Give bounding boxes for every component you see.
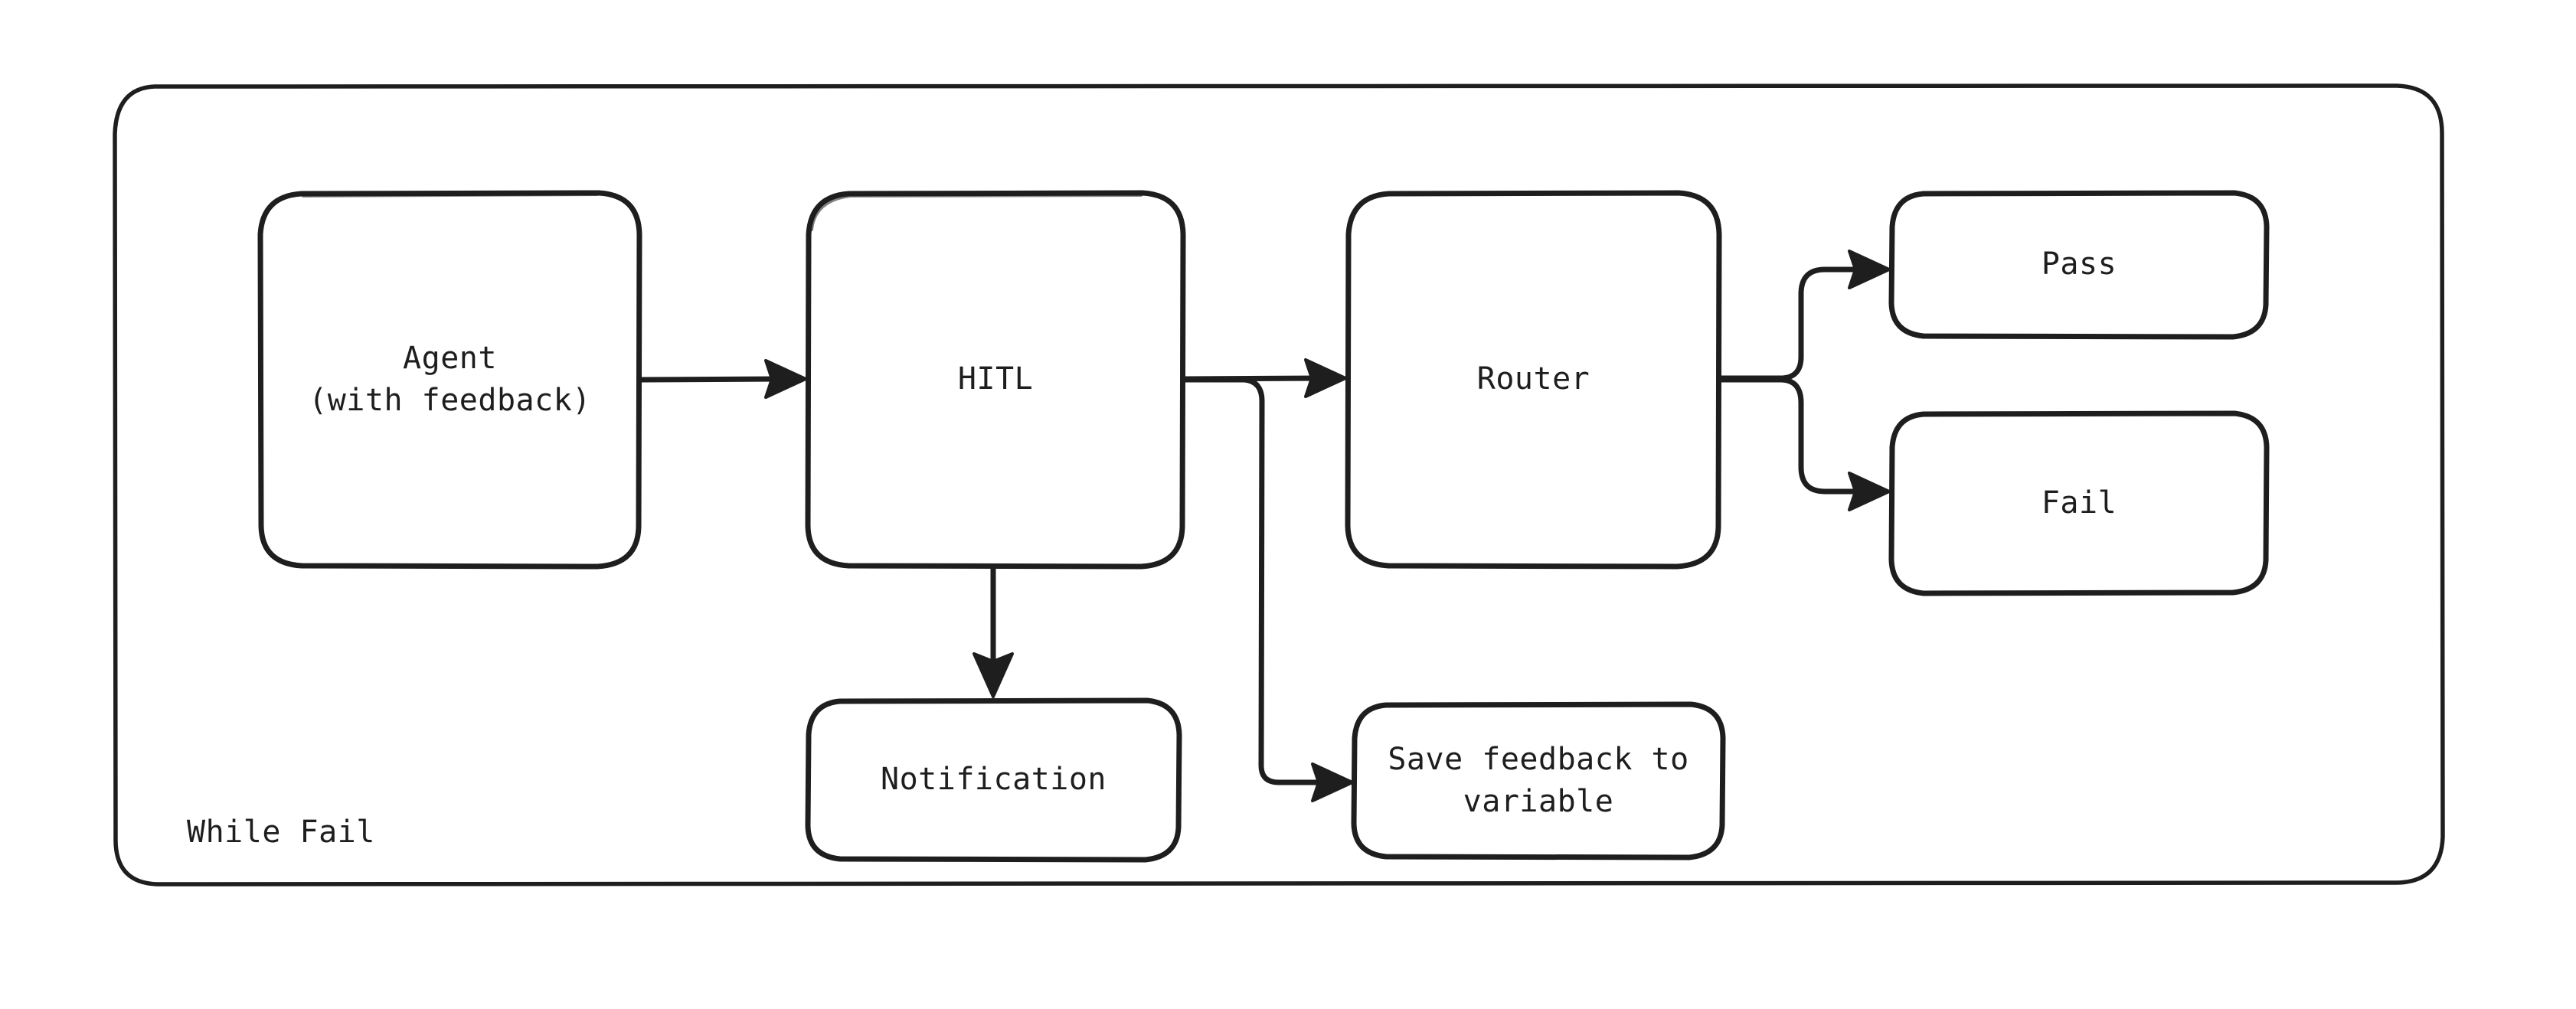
group-label-while-fail: While Fail: [187, 815, 375, 850]
edge-agent-to-hitl[interactable]: [639, 359, 807, 399]
edge-router-to-pass[interactable]: [1718, 250, 1891, 381]
node-hitl[interactable]: [805, 190, 1186, 570]
edge-hitl-to-notification[interactable]: [973, 565, 1014, 698]
node-router[interactable]: [1345, 190, 1722, 570]
node-notification[interactable]: [805, 697, 1182, 863]
node-fail[interactable]: [1888, 410, 2270, 596]
edge-router-to-fail[interactable]: [1718, 377, 1891, 511]
node-pass[interactable]: [1888, 190, 2270, 340]
group-container-while-fail[interactable]: [113, 83, 2445, 887]
node-save-feedback[interactable]: [1351, 701, 1726, 860]
node-agent[interactable]: [257, 190, 642, 570]
edge-hitl-to-save-feedback[interactable]: [1182, 377, 1354, 802]
